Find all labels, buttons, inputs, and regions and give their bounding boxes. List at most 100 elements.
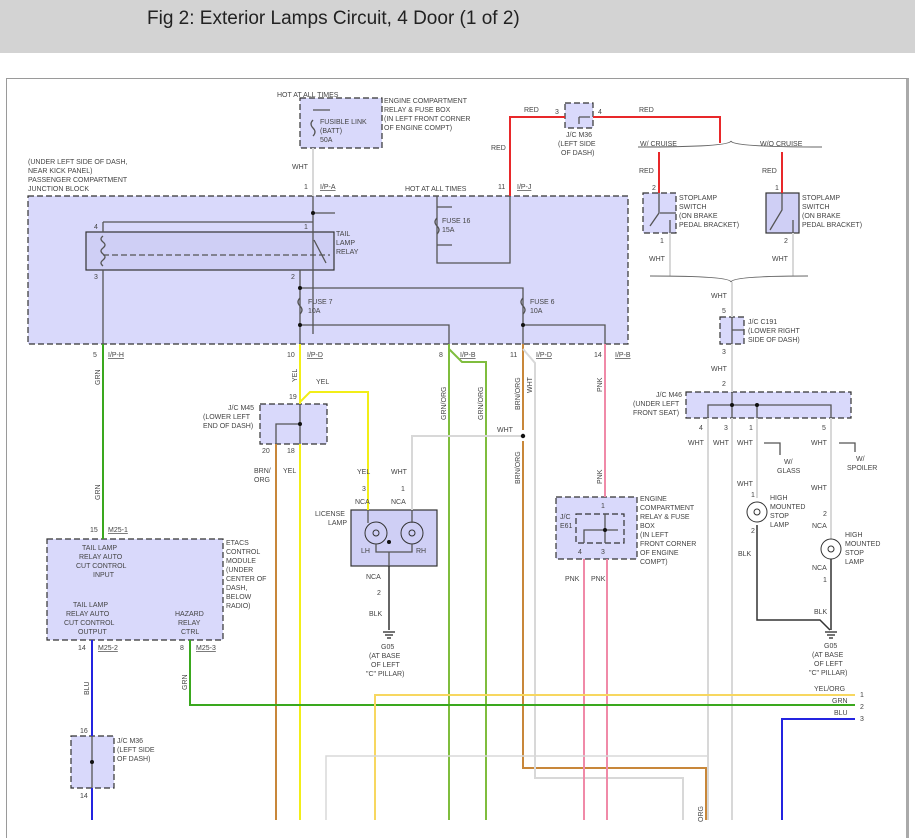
junction-dot <box>90 760 94 764</box>
license-lamp-box <box>350 509 438 567</box>
hmsl-2-bulb-icon <box>820 538 842 560</box>
wire-wht-license <box>411 435 523 510</box>
relay-pin-1: 1 <box>304 224 308 231</box>
hmsl2-label-0: HIGH <box>845 532 863 539</box>
m36-top-loc-0: (LEFT SIDE <box>558 141 596 148</box>
c191-pin-in: 5 <box>722 308 726 315</box>
wire-label-brnorg: BRN/ORG <box>515 451 522 484</box>
relay-switch-contact <box>313 239 327 264</box>
m46-pin-in: 2 <box>722 381 726 388</box>
m36-top-name: J/C M36 <box>566 132 592 139</box>
jb-bottom-pin: 5 <box>93 352 97 359</box>
jb-bottom-conn[interactable]: I/P-H <box>108 352 124 359</box>
switch1-pin-in: 2 <box>652 185 656 192</box>
jb-bottom-pin: 11 <box>510 352 517 359</box>
fusible-location-3: OF ENGINE COMPT) <box>384 125 452 132</box>
hmsl2-nca: NCA <box>812 565 827 572</box>
fuse7-label: FUSE 7 <box>308 299 333 306</box>
c191-pin-out: 3 <box>722 349 726 356</box>
cont-num-3: 3 <box>860 716 864 723</box>
wire-label-pnk: PNK <box>597 469 604 484</box>
wire-label-pnk: PNK <box>591 576 606 583</box>
e61-name-1: E61 <box>560 523 573 530</box>
ground-name: G05 <box>381 644 394 651</box>
wire-label-wht: WHT <box>737 481 754 488</box>
etacs-loc: MODULE <box>226 558 256 565</box>
spoiler-arrow-icon <box>839 442 856 452</box>
etacs-loc: ETACS <box>226 540 249 547</box>
jb-top-conn-ipa[interactable]: I/P-A <box>320 184 336 191</box>
m36-bottom-loc-0: (LEFT SIDE <box>117 747 155 754</box>
etacs-conn-m251[interactable]: M25-1 <box>108 527 128 534</box>
wire-label-yel: YEL <box>357 469 370 476</box>
jb-top-conn-ipj[interactable]: I/P-J <box>517 184 531 191</box>
relay-label-0: TAIL <box>336 231 350 238</box>
etacs-loc: RADIO) <box>226 603 251 610</box>
m36-bottom-name: J/C M36 <box>117 738 143 745</box>
relay-label-1: LAMP <box>336 240 355 247</box>
wire-grn-m253 <box>189 640 855 706</box>
etacs-conn-m252[interactable]: M25-2 <box>98 645 118 652</box>
jb-bottom-conn[interactable]: I/P-D <box>536 352 552 359</box>
wire-label-grn: GRN <box>95 369 102 385</box>
fusible-link-box <box>299 97 383 149</box>
jb-bottom-conn[interactable]: I/P-B <box>615 352 631 359</box>
hmsl1-pin-out: 2 <box>751 528 755 535</box>
wire-brnorg-ipd <box>522 344 707 820</box>
e61-pin-a: 4 <box>578 549 582 556</box>
wire-label-blk: BLK <box>369 611 383 618</box>
hmsl2-pin-out: 1 <box>823 577 827 584</box>
wire-label-brnorg-0: BRN/ <box>254 468 271 475</box>
switch1-pin-out: 1 <box>660 238 664 245</box>
wire-wht-m46-a <box>707 418 733 820</box>
junction-dot <box>603 528 607 532</box>
splice-dot <box>520 433 526 439</box>
hmsl2-variant-1: SPOILER <box>847 465 877 472</box>
switch2-label-0: STOPLAMP <box>802 195 840 202</box>
jb-bottom-conn[interactable]: I/P-B <box>460 352 476 359</box>
ground-loc-1: OF LEFT <box>814 661 844 668</box>
jb-bottom-conn[interactable]: I/P-D <box>307 352 323 359</box>
license-nca: NCA <box>355 499 370 506</box>
etacs-input-2: CUT CONTROL <box>76 563 127 570</box>
license-nca: NCA <box>391 499 406 506</box>
wire-label-grn: GRN <box>182 674 189 690</box>
ground-loc-2: "C" PILLAR) <box>366 671 404 678</box>
m45-pin-in: 19 <box>289 394 297 401</box>
ground-name: G05 <box>824 643 837 650</box>
license-lh: LH <box>361 548 370 555</box>
jb-loc-1: NEAR KICK PANEL) <box>28 168 92 175</box>
hmsl2-label-3: LAMP <box>845 559 864 566</box>
wire-grnorg-b <box>448 348 487 820</box>
etacs-loc: DASH, <box>226 585 247 592</box>
jb-relay-feed <box>102 212 335 232</box>
etacs-conn-m253[interactable]: M25-3 <box>196 645 216 652</box>
hmsl1-variant-0: W/ <box>784 459 793 466</box>
hmsl1-label-3: LAMP <box>770 522 789 529</box>
ground-loc-1: OF LEFT <box>371 662 401 669</box>
fuse16-rating: 15A <box>442 227 455 234</box>
e61-pin-in: 1 <box>601 503 605 510</box>
e61-loc: COMPARTMENT <box>640 505 695 512</box>
jb-fuse16-circuit <box>436 196 511 264</box>
diagram-frame <box>6 78 909 838</box>
m45-pin-out-b: 18 <box>287 448 295 455</box>
cruise-with-label: W/ CRUISE <box>640 141 677 148</box>
jb-loc-0: (UNDER LEFT SIDE OF DASH, <box>28 159 127 166</box>
m36-bottom-loc-1: OF DASH) <box>117 756 150 763</box>
wire-label-red: RED <box>524 107 539 114</box>
hmsl-1-bulb-icon <box>746 501 768 523</box>
relay-pin-4: 4 <box>94 224 98 231</box>
relay-coil-icon <box>100 235 106 267</box>
wire-label-wht: WHT <box>649 256 666 263</box>
m46-pin-out: 1 <box>749 425 753 432</box>
wht-merge-bracket <box>649 275 809 283</box>
m45-loc-0: (LOWER LEFT <box>203 414 251 421</box>
switch2-label-3: PEDAL BRACKET) <box>802 222 862 229</box>
wire-label-wht: WHT <box>811 440 828 447</box>
m45-pin-out-a: 20 <box>262 448 270 455</box>
hmsl1-variant-1: GLASS <box>777 468 801 475</box>
hmsl1-label-0: HIGH <box>770 495 788 502</box>
junction-dot <box>298 323 302 327</box>
